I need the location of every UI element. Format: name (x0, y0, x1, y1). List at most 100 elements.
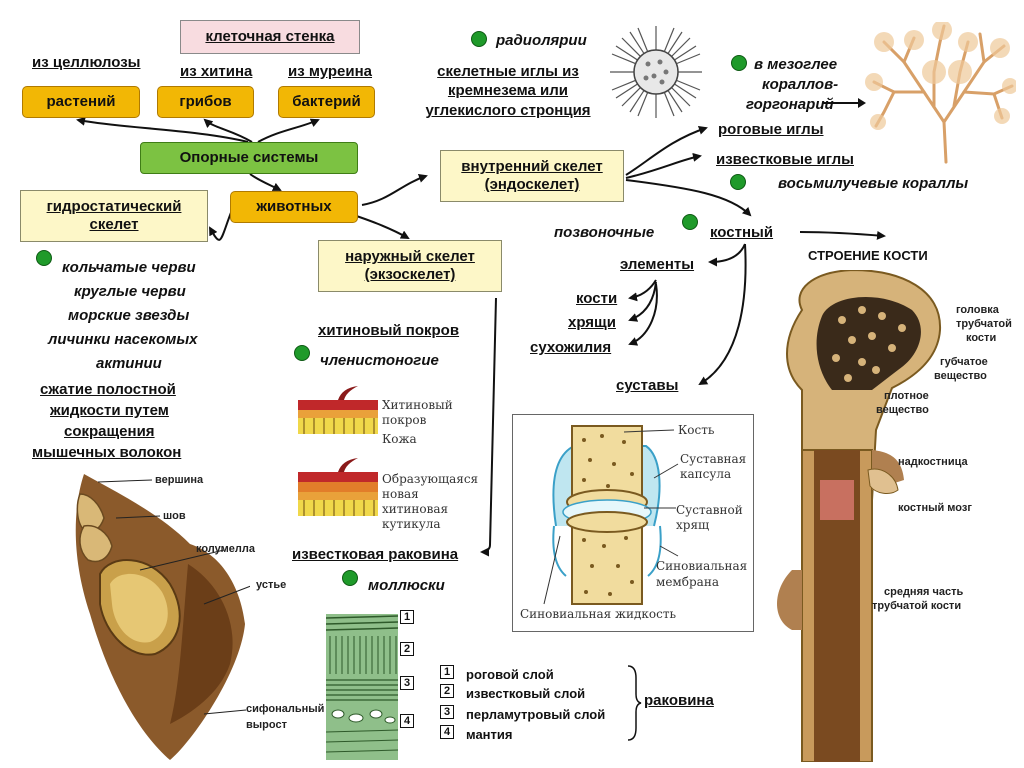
arrow-to-bacteria (257, 118, 320, 143)
bone-label-spongy-2: вещество (934, 370, 987, 382)
bone-label-head-3: кости (966, 332, 997, 344)
animals-box: животных (230, 191, 358, 223)
legend-brace (627, 665, 642, 741)
arrow-to-endo (361, 174, 428, 206)
mesoglea-0: в мезоглее (754, 56, 838, 73)
arrow-to-elements (708, 243, 746, 267)
hydro-box: гидростатический скелет (20, 190, 208, 242)
radiolaria-label: радиолярии (496, 32, 587, 49)
hydro-mech-3: мышечных волокон (32, 444, 182, 461)
legend-num-2: 2 (440, 684, 454, 698)
joint-label-fluid: Синовиальная жидкость (520, 607, 677, 621)
fig2-label-3: хитиновая (382, 502, 449, 516)
arrow-to-bony (625, 179, 752, 217)
joint-label-capsule-2: капсула (680, 467, 732, 481)
radiolarian-illustration (610, 26, 702, 118)
bacteria-box: бактерий (278, 86, 375, 118)
fig2-label-1: Образующаяся (382, 472, 479, 486)
vertebrates-label: позвоночные (554, 224, 655, 241)
arrow-to-calcareous (625, 152, 702, 179)
layer-mark-2: 2 (400, 642, 414, 656)
bones-label: кости (576, 290, 618, 307)
arrow-to-bone-title (799, 230, 886, 240)
cuticle-figure-2 (298, 458, 378, 516)
bone-label-marrow: костный мозг (898, 502, 972, 514)
fig1-label-3: Кожа (382, 432, 417, 446)
arrow-to-horny (625, 125, 708, 176)
endo-box: внутренний скелет (эндоскелет) (440, 150, 624, 202)
calcareous-needles-label: известковые иглы (716, 151, 854, 168)
gorgonian-coral-illustration (865, 22, 1016, 164)
radio-needles-0: скелетные иглы из (437, 63, 579, 80)
bone-structure-title: СТРОЕНИЕ КОСТИ (808, 248, 928, 263)
legend-layer-4: мантия (466, 727, 513, 742)
hydro-title-2: скелет (89, 216, 139, 233)
fungi-label: грибов (179, 93, 232, 110)
radio-needles-2: углекислого стронция (425, 102, 591, 119)
hydro-mech-0: сжатие полостной (40, 381, 176, 398)
animals-label: животных (256, 198, 332, 215)
mesoglea-1: кораллов- (762, 76, 839, 93)
exo-title-2: (экзоскелет) (364, 266, 456, 283)
murein-label: из муреина (288, 63, 373, 80)
bone-label-head-2: трубчатой (956, 318, 1012, 330)
arthropods-label: членистоногие (320, 352, 439, 369)
joint-label-cartilage-1: Суставной (676, 503, 743, 517)
bone-label-mid-2: трубчатой кости (872, 600, 962, 612)
cellulose-label: из целлюлозы (32, 54, 141, 71)
cartilage-label: хрящи (568, 314, 616, 331)
plants-label: растений (46, 93, 116, 110)
octocorals-label: восьмилучевые кораллы (778, 175, 969, 192)
plants-box: растений (22, 86, 140, 118)
bacteria-label: бактерий (292, 93, 361, 110)
shell-layers-illustration (326, 614, 398, 760)
shell-label-suture: шов (163, 510, 186, 522)
bone-label-head-1: головка (956, 304, 999, 316)
support-systems-label: Опорные системы (179, 149, 319, 166)
fig2-label-4: кутикула (382, 517, 441, 531)
radio-needles-1: кремнезема или (447, 82, 569, 99)
chitin-label: из хитина (180, 63, 253, 80)
joint-label-bone: Кость (678, 423, 715, 437)
molluscs-label: моллюски (368, 577, 445, 594)
molluscs-marker-icon (342, 570, 358, 586)
horny-needles-label: роговые иглы (718, 121, 824, 138)
legend-num-3: 3 (440, 705, 454, 719)
mesoglea-arrow (822, 98, 866, 108)
arrow-to-bones (628, 279, 657, 302)
joint-label-capsule-1: Суставная (680, 452, 747, 466)
elements-label: элементы (620, 256, 695, 273)
fig1-label-2: покров (382, 413, 427, 427)
joints-label: суставы (616, 377, 679, 394)
arrow-to-cartilage (628, 281, 657, 322)
vertebrates-marker-icon (682, 214, 698, 230)
hydro-example-3: личинки насекомых (48, 331, 198, 348)
long-bone-illustration (777, 270, 942, 762)
hydro-mech-2: сокращения (64, 423, 155, 440)
mesoglea-marker-icon (731, 55, 747, 71)
tendons-label: сухожилия (530, 339, 612, 356)
arrow-to-hydro (209, 209, 233, 241)
cuticle-figure-1 (298, 386, 378, 434)
octocorals-marker-icon (730, 174, 746, 190)
fig2-label-2: новая (382, 487, 419, 501)
legend-num-1: 1 (440, 665, 454, 679)
joint-label-cartilage-2: хрящ (676, 518, 710, 532)
exo-title-1: наружный скелет (345, 248, 475, 265)
hydro-marker-icon (36, 250, 52, 266)
arrow-to-shell (480, 297, 497, 557)
hydro-example-4: актинии (96, 355, 162, 372)
shell-word-label: раковина (644, 692, 714, 709)
joint-illustration (543, 425, 679, 605)
bone-label-compact-1: плотное (884, 390, 929, 402)
arrow-to-animals (249, 173, 282, 191)
arrow-to-tendons (628, 283, 658, 346)
endo-title-1: внутренний скелет (461, 158, 603, 175)
support-systems-box: Опорные системы (140, 142, 358, 174)
seashell-illustration (75, 474, 250, 760)
bone-label-mid-1: средняя часть (884, 586, 964, 598)
legend-layer-2: известковый слой (466, 686, 586, 701)
cell-wall-box: клеточная стенка (180, 20, 360, 54)
shell-label-apex: вершина (155, 474, 204, 486)
